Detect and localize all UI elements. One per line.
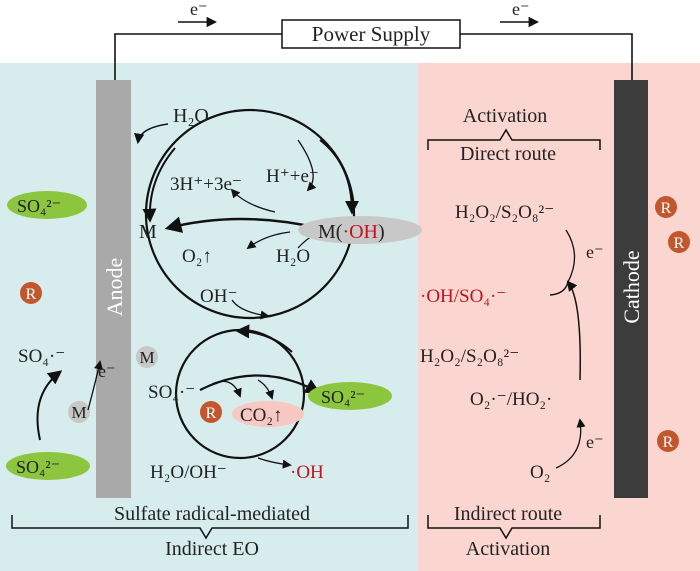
electron-label-right: e⁻: [512, 0, 530, 19]
r-bullet-right-3: [657, 430, 679, 452]
o2-ho2-label: O₂·⁻/HO₂·: [470, 389, 552, 410]
r-bullet-right-2: [668, 231, 690, 253]
h2o2-s2o8-top-label: H₂O₂/S₂O₈²⁻: [455, 202, 554, 223]
m-label-main: M: [139, 221, 157, 243]
oh-radical-bottom-label: ·OH: [290, 462, 324, 483]
m-circle-1-label: M: [139, 348, 154, 367]
m-circle-2-label: M: [71, 403, 86, 422]
so4-radical-left-label: SO₄·⁻: [18, 346, 65, 367]
so4-to-so42-arrow: [199, 374, 321, 394]
merge-arrow: [549, 282, 581, 381]
m-oh-to-m-arrow: [164, 216, 319, 233]
r-left-label: R: [26, 286, 37, 303]
e-minus-left-label: e⁻: [98, 361, 116, 381]
r-right-2-label: R: [674, 235, 685, 252]
so4-far-left-label: SO₄²⁻: [17, 196, 61, 216]
bottom-brace-left: [11, 515, 409, 540]
three-h-release-arrow: [230, 188, 276, 213]
r-bullet-center: [200, 401, 222, 423]
lower-cycle-top-arrow: [235, 324, 293, 353]
co2-label: CO₂↑: [240, 405, 283, 426]
so4-oxidation-arrow: [36, 370, 63, 441]
h2o-oh-label: H₂O/OH⁻: [150, 462, 227, 483]
top-right-arrow: [319, 139, 359, 215]
h2o-mid-label: H₂O: [276, 246, 310, 267]
right-panel-bg: [418, 63, 700, 571]
e-transfer-arrow: [87, 360, 103, 411]
o2-reduction-arrow: [555, 418, 586, 469]
direct-route-brace: [427, 128, 601, 150]
r-right-1-label: R: [661, 200, 672, 217]
bottom-label-left: Sulfate radical-mediated: [114, 503, 310, 525]
co2-oval: [232, 401, 304, 427]
so4-bottom-left-label: SO₄²⁻: [16, 457, 60, 477]
circuit-wire: [114, 33, 633, 80]
bottom-label-left-2: Indirect EO: [165, 538, 259, 560]
co2-release-arrow: [257, 379, 275, 400]
m-circle-2: [68, 401, 90, 423]
m-circle-1: [136, 346, 158, 368]
so4-oval-right: [308, 382, 392, 410]
h2o2-s2o8-mid-label: H₂O₂/S₂O₈²⁻: [420, 346, 519, 367]
indirect-route-label: Indirect route: [454, 503, 562, 525]
cathode-label: Cathode: [619, 250, 644, 323]
radical-attack-arrow: [211, 380, 242, 398]
oh-up-arrow: [231, 299, 270, 320]
anode-electrode: [96, 80, 131, 498]
three-h-label: 3H⁺+3e⁻: [170, 174, 242, 195]
so4-oval-bottom-left: [6, 452, 90, 480]
o2-right-label: O₂: [530, 462, 550, 483]
electron-label-left: e⁻: [190, 0, 208, 19]
power-supply-label: Power Supply: [312, 22, 431, 46]
oh-minus-label: OH⁻: [200, 286, 237, 307]
so4-right-label: SO₄²⁻: [321, 387, 365, 407]
r-right-3-label: R: [663, 434, 674, 451]
r-center-label: R: [206, 405, 217, 422]
h2o-top-label: H₂O: [173, 105, 209, 127]
direct-route-label: Direct route: [460, 143, 556, 165]
activation-bottom-label: Activation: [466, 538, 550, 560]
indirect-route-brace: [427, 515, 601, 540]
e-minus-1-label: e⁻: [586, 242, 604, 262]
cathode-electrode: [614, 80, 648, 498]
o2-release-arrow: [246, 231, 291, 250]
oh-so4-label: ·OH/SO₄·⁻: [420, 286, 506, 307]
activation-top-label: Activation: [463, 105, 547, 127]
r-bullet-right-1: [655, 196, 677, 218]
m-oh-oval: [298, 216, 422, 244]
h-e-release-arrow: [297, 139, 317, 192]
power-supply-box: [281, 19, 461, 49]
left-panel-bg: [0, 63, 418, 571]
m-oh-label: M(·OH): [318, 221, 385, 243]
h-e-label: H⁺+e⁻: [266, 166, 319, 187]
oh-release-arrow: [257, 457, 292, 469]
so4-radical-mid-label: SO₄·⁻: [148, 382, 195, 403]
e-minus-2-label: e⁻: [586, 432, 604, 452]
h2o-in-arrow: [133, 123, 169, 145]
left-down-arrow: [142, 147, 176, 223]
r-bullet-left: [20, 282, 42, 304]
so4-oval-far-left: [7, 191, 87, 219]
o2-label: O₂↑: [182, 246, 212, 267]
anode-label: Anode: [102, 258, 127, 317]
